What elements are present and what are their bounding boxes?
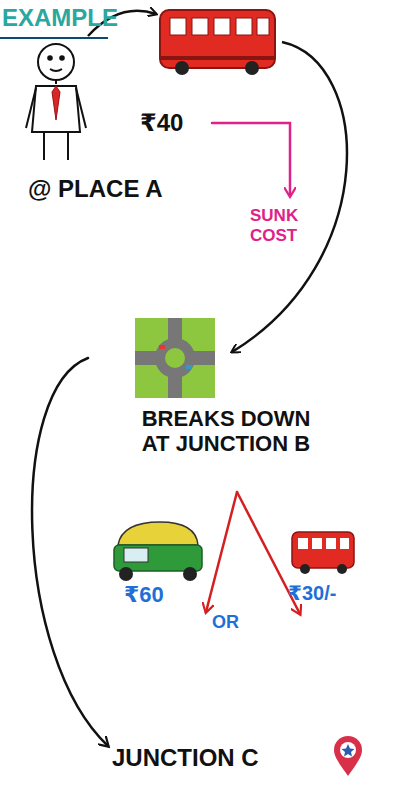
journey-arrow xyxy=(232,42,347,352)
person-node: @ PLACE A xyxy=(22,30,232,220)
cost-label: ₹40 xyxy=(136,104,212,142)
node-text: SUNK COST xyxy=(250,206,312,245)
person-figure xyxy=(26,44,86,160)
bus-option: ₹30/- xyxy=(286,526,362,614)
flow-arrow xyxy=(32,358,108,746)
flow-arrow xyxy=(212,123,290,196)
flow-arrow xyxy=(206,492,237,612)
roundabout-icon xyxy=(135,318,215,398)
bus-icon xyxy=(160,10,275,75)
node-text: ₹60 xyxy=(124,582,204,607)
node-text: @ PLACE A xyxy=(28,175,228,203)
node-text: ₹30/- xyxy=(288,582,362,605)
heading: EXAMPLE xyxy=(2,4,118,32)
auto-rickshaw-icon xyxy=(114,522,202,581)
location-pin-icon xyxy=(334,736,362,776)
bus-icon xyxy=(292,532,354,574)
title-underline xyxy=(0,37,108,39)
junction-node: BREAKS DOWN AT JUNCTION B xyxy=(88,312,402,492)
free-label: OR xyxy=(212,612,239,633)
node-text: BREAKS DOWN AT JUNCTION B xyxy=(128,406,324,457)
sunk-cost-note: SUNK COST xyxy=(246,196,334,262)
node-text: ₹40 xyxy=(140,109,210,137)
destination-node: JUNCTION C xyxy=(108,736,370,782)
node-text: JUNCTION C xyxy=(112,744,332,772)
auto-option: ₹60 xyxy=(106,518,210,612)
